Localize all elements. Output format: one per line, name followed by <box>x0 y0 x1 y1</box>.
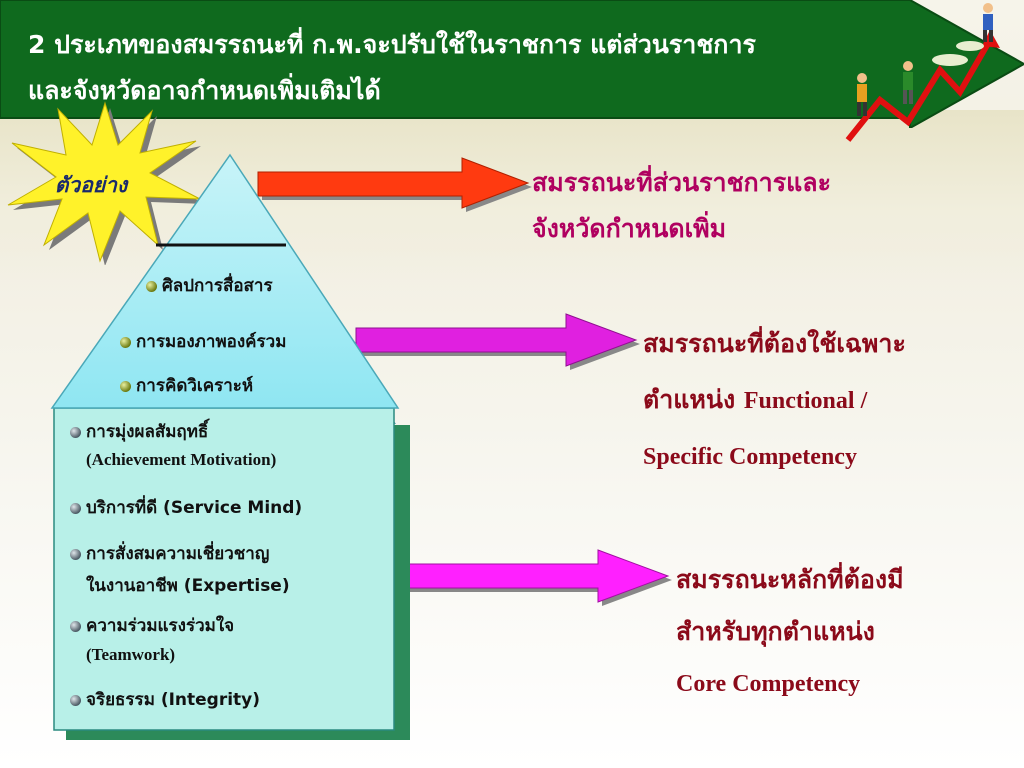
bullet-icon <box>70 426 81 438</box>
bullet-icon <box>120 336 131 348</box>
core-item-achievement: การมุ่งผลสัมฤทธิ์ <box>70 418 208 445</box>
agency-line-1: สมรรถนะที่ส่วนราชการและ <box>532 168 832 197</box>
agency-competency-text: สมรรถนะที่ส่วนราชการและ จังหวัดกำหนดเพิ่… <box>532 160 831 252</box>
example-starburst <box>7 101 205 265</box>
competency-pyramid <box>50 153 410 740</box>
functional-competency-text: สมรรถนะที่ต้องใช้เฉพาะ ตำแหน่ง Functiona… <box>643 316 906 485</box>
arrow-functional <box>355 313 640 370</box>
core-item-expertise: การสั่งสมความเชี่ยวชาญ <box>70 540 269 567</box>
bullet-icon <box>146 280 157 292</box>
page-title: 2 ประเภทของสมรรถนะที่ ก.พ.จะปรับใช้ในราช… <box>28 22 928 114</box>
core-item-service-mind: บริการที่ดี (Service Mind) <box>70 494 302 521</box>
person-icon <box>983 3 993 42</box>
bullet-icon <box>70 548 81 560</box>
bullet-icon <box>70 620 81 632</box>
person-icon <box>857 73 867 116</box>
person-icon <box>903 61 913 104</box>
pyramid-item-communication: ศิลปการสื่อสาร <box>146 272 273 299</box>
agency-line-2: จังหวัดกำหนดเพิ่ม <box>532 214 727 243</box>
core-item-achievement-en: (Achievement Motivation) <box>86 450 277 469</box>
core-item-teamwork-en: (Teamwork) <box>86 645 176 664</box>
pyramid-item-holistic-view: การมองภาพองค์รวม <box>120 328 286 355</box>
title-line-2: และจังหวัดอาจกำหนดเพิ่มเติมได้ <box>28 76 381 105</box>
core-line-3: Core Competency <box>676 671 861 697</box>
core-competency-text: สมรรถนะหลักที่ต้องมี สำหรับทุกตำแหน่ง Co… <box>676 554 904 710</box>
functional-line-1: สมรรถนะที่ต้องใช้เฉพาะ <box>643 329 906 358</box>
bullet-icon <box>70 502 81 514</box>
arrow-agency <box>257 157 532 212</box>
core-item-expertise-line2: ในงานอาชีพ (Expertise) <box>86 576 290 596</box>
functional-line-2: ตำแหน่ง Functional / <box>643 385 868 414</box>
pyramid-item-analytical-thinking: การคิดวิเคราะห์ <box>120 372 253 399</box>
arrow-core <box>393 549 672 606</box>
bullet-icon <box>70 694 81 706</box>
bullet-icon <box>120 380 131 392</box>
example-badge-label: ตัวอย่าง <box>54 173 128 197</box>
core-item-integrity: จริยธรรม (Integrity) <box>70 686 260 713</box>
core-line-2: สำหรับทุกตำแหน่ง <box>676 617 875 646</box>
core-line-1: สมรรถนะหลักที่ต้องมี <box>676 565 904 594</box>
people-growth-illustration <box>845 3 1000 142</box>
functional-line-3: Specific Competency <box>643 444 857 470</box>
core-item-teamwork: ความร่วมแรงร่วมใจ <box>70 612 234 639</box>
title-line-1: 2 ประเภทของสมรรถนะที่ ก.พ.จะปรับใช้ในราช… <box>28 30 756 59</box>
title-bar <box>0 0 1024 128</box>
